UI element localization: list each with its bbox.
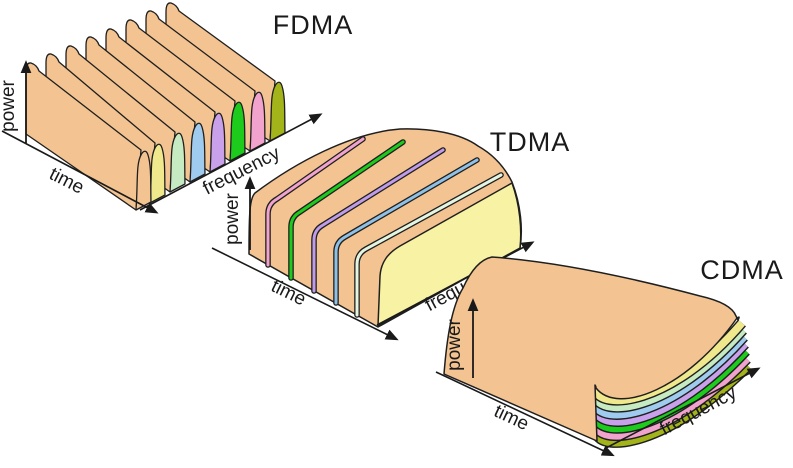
tdma-slot-stripe-0 — [266, 137, 365, 267]
fdma-channel-pulse-7 — [269, 81, 286, 142]
tdma-slot-stripe-2 — [312, 148, 445, 293]
tdma-slot-stripe-3 — [334, 158, 479, 305]
tdma-slot-stripe-1 — [289, 140, 405, 280]
fdma-channel-pulse-4 — [209, 112, 226, 173]
tdma-plot: power time frequency TDMA — [211, 127, 571, 341]
tdma-time-axis — [211, 247, 399, 341]
fdma-channel-wall-0 — [25, 62, 152, 211]
cdma-layer-band-6 — [592, 356, 750, 440]
fdma-power-label: power — [0, 79, 19, 131]
fdma-channel-pulse-3 — [189, 122, 206, 183]
fdma-channel-pulse-0 — [135, 150, 152, 211]
fdma-channel-pulse-6 — [249, 91, 266, 152]
tdma-slot-stripes — [265, 136, 504, 318]
cdma-layer-band-2 — [591, 327, 746, 412]
cdma-top-layer — [443, 256, 740, 442]
fdma-frequency-axis — [139, 113, 323, 211]
tdma-title: TDMA — [490, 127, 571, 157]
cdma-plot: power time frequency CDMA — [435, 255, 784, 457]
cdma-title: CDMA — [700, 255, 784, 285]
fdma-channel-pulse-2 — [169, 132, 186, 193]
tdma-slot-stripe-4 — [355, 173, 503, 317]
cdma-time-axis — [435, 371, 615, 457]
fdma-channel-pulse-1 — [149, 143, 166, 204]
fdma-title: FDMA — [273, 10, 354, 40]
cdma-layer-band-5 — [592, 348, 749, 433]
cdma-power-label: power — [444, 318, 465, 370]
tdma-power-label: power — [222, 192, 243, 244]
cdma-frequency-axis — [605, 367, 761, 449]
tdma-front-face — [377, 182, 522, 327]
fdma-time-axis — [1, 130, 159, 214]
cdma-layer-band-3 — [591, 334, 747, 419]
fdma-channel-pulse-5 — [229, 101, 246, 162]
cdma-layer-band-7 — [592, 363, 751, 447]
cdma-layer-band-4 — [592, 341, 748, 426]
